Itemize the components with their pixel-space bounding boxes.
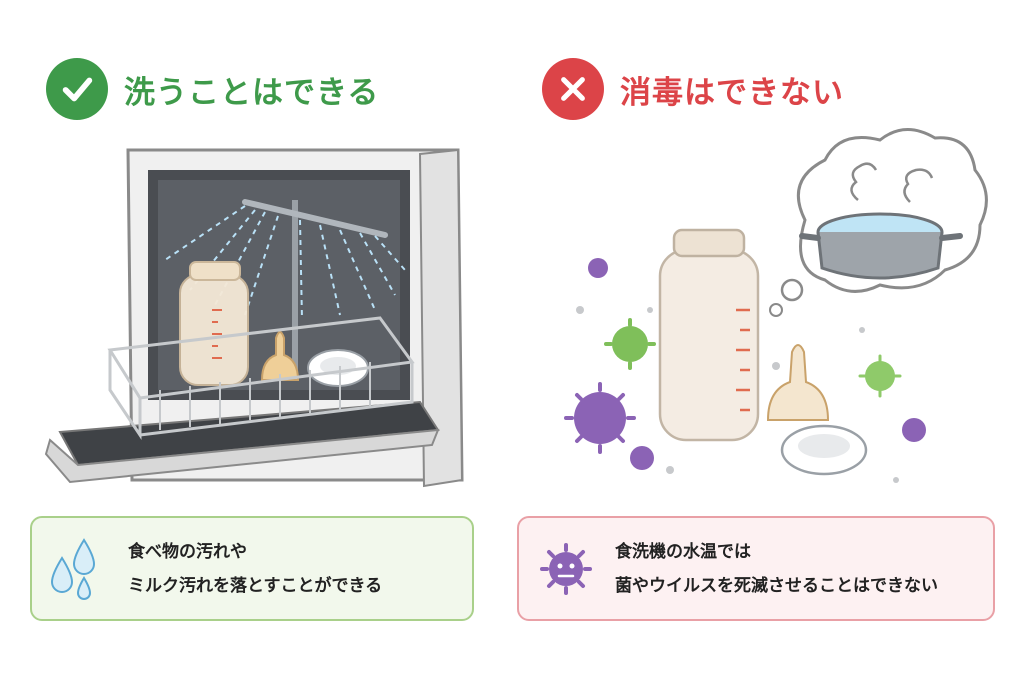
- water-drops-icon: [50, 537, 96, 600]
- wash-ok-line-2: ミルク汚れを落とすことができる: [128, 575, 383, 596]
- sterilize-ng-line-1: 食洗機の水温では: [615, 541, 751, 562]
- germ-icon: [564, 382, 636, 454]
- cross-badge: [542, 58, 604, 120]
- check-icon: [62, 77, 93, 102]
- dishwasher-illustration: [44, 148, 464, 488]
- sterilize-ng-line-2: 菌やウイルスを死滅させることはできない: [615, 575, 938, 596]
- germs-bottle-illustration: [564, 128, 988, 483]
- wash-ok-line-1: 食べ物の汚れや: [128, 541, 247, 562]
- cross-icon: [561, 77, 585, 101]
- wash-ok-title: 洗うことはできる: [124, 74, 380, 111]
- check-badge: [46, 58, 108, 120]
- sterilize-ng-title: 消毒はできない: [620, 74, 844, 111]
- wash-ok-heading: 洗うことはできる: [46, 58, 379, 120]
- wash-ok-card: 食べ物の汚れや ミルク汚れを落とすことができる: [30, 516, 474, 621]
- sterilize-ng-card: 食洗機の水温では 菌やウイルスを死滅させることはできない: [517, 516, 995, 621]
- germ-icon: [540, 542, 592, 595]
- sterilize-ng-heading: 消毒はできない: [542, 58, 844, 120]
